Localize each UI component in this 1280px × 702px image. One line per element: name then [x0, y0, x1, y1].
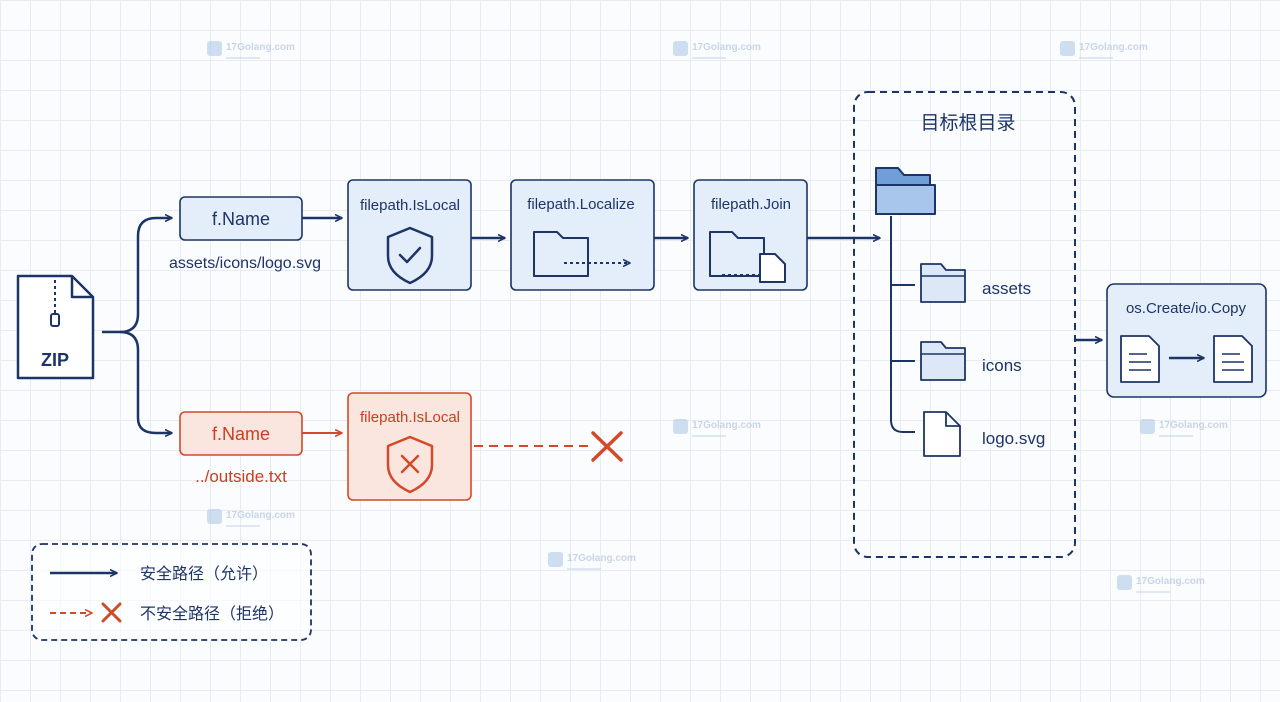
folder-move-icon — [533, 231, 631, 277]
watermark-logo-icon — [207, 508, 222, 524]
unsafe-fname-value: ../outside.txt — [195, 467, 287, 486]
watermark-logo-icon — [673, 40, 688, 56]
safe-islocal-label: filepath.IsLocal — [360, 197, 460, 214]
source-document-icon — [1120, 335, 1160, 383]
unsafe-islocal-label: filepath.IsLocal — [360, 409, 460, 426]
safe-islocal-box — [347, 179, 472, 291]
watermark: 17Golang.com — [1140, 415, 1228, 437]
legend-safe-label: 安全路径（允许） — [140, 564, 268, 583]
watermark: 17Golang.com — [207, 505, 295, 527]
watermark-logo-icon — [207, 40, 222, 56]
unsafe-islocal-box — [347, 392, 472, 501]
watermark-logo-icon — [673, 418, 688, 434]
localize-label: filepath.Localize — [527, 196, 635, 213]
shield-x-icon — [386, 435, 434, 494]
logo-file-icon — [923, 411, 961, 457]
assets-folder-icon — [920, 263, 966, 303]
zip-file-icon — [16, 274, 95, 380]
shield-check-icon — [386, 226, 434, 285]
legend-unsafe-label: 不安全路径（拒绝） — [140, 604, 284, 623]
destination-document-icon — [1213, 335, 1253, 383]
output-label: os.Create/io.Copy — [1126, 300, 1247, 317]
zipper-icon — [50, 280, 60, 327]
target-root-container — [853, 91, 1076, 558]
branch-connector — [102, 214, 173, 437]
legend-box — [31, 543, 312, 641]
watermark-logo-icon — [1060, 40, 1075, 56]
safe-fname-value: assets/icons/logo.svg — [169, 255, 321, 272]
reject-x-icon — [591, 431, 623, 462]
folder-file-join-icon — [709, 231, 786, 283]
watermark: 17Golang.com — [207, 37, 295, 59]
join-label: filepath.Join — [711, 196, 791, 213]
target-root-title: 目标根目录 — [920, 112, 1015, 134]
tree-item-icons: icons — [982, 356, 1022, 375]
zip-label: ZIP — [41, 350, 69, 370]
icons-folder-icon — [920, 341, 966, 381]
tree-item-assets: assets — [982, 279, 1031, 298]
safe-fname-label: f.Name — [212, 209, 270, 229]
watermark-logo-icon — [1117, 574, 1132, 590]
tree-item-logo: logo.svg — [982, 429, 1045, 448]
legend-x-icon — [101, 602, 122, 623]
watermark: 17Golang.com — [673, 415, 761, 437]
tree-connector — [890, 216, 915, 433]
watermark-logo-icon — [1140, 418, 1155, 434]
unsafe-fname-label: f.Name — [212, 424, 270, 444]
watermark: 17Golang.com — [1117, 571, 1205, 593]
watermark: 17Golang.com — [1060, 37, 1148, 59]
watermark: 17Golang.com — [673, 37, 761, 59]
watermark: 17Golang.com — [548, 548, 636, 570]
watermark-logo-icon — [548, 551, 563, 567]
root-folder-icon — [875, 167, 936, 215]
